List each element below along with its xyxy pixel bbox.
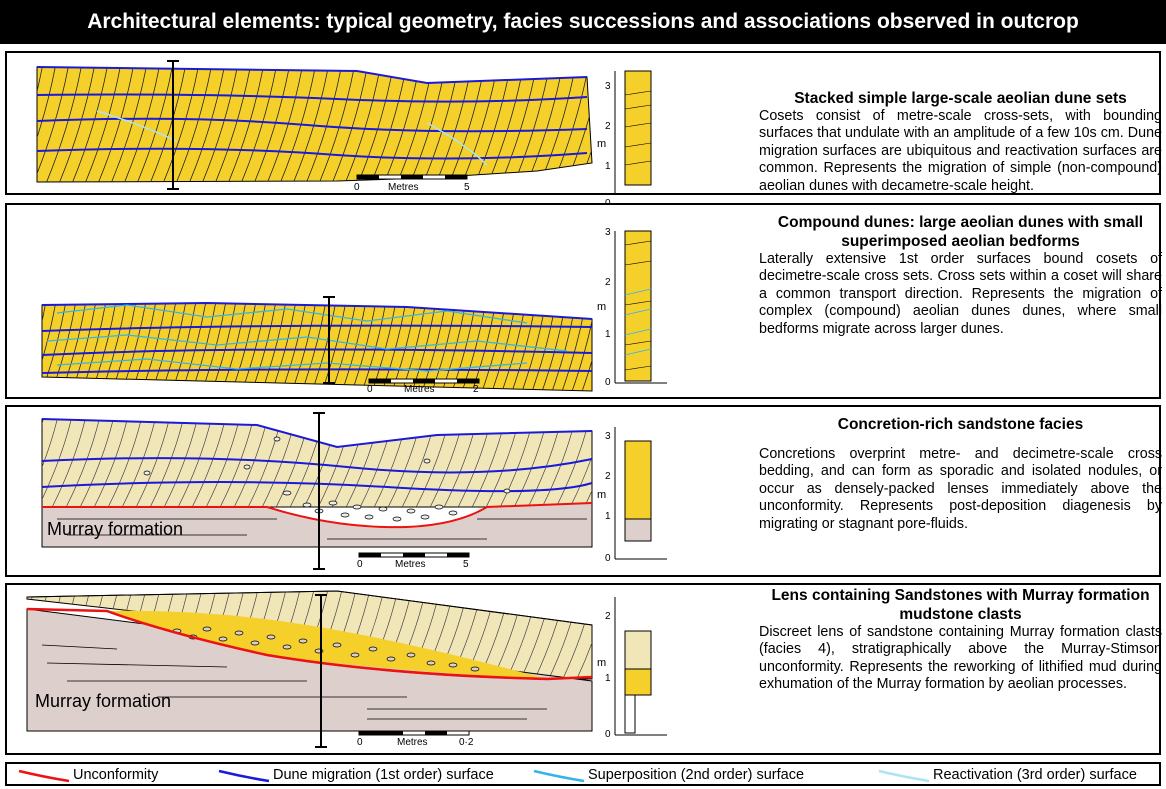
panel-heading: Concretion-rich sandstone facies — [837, 416, 1084, 433]
panel-concretion-rich: Murray formation 0 Metres 5 3 2 1 0 m Co… — [5, 405, 1162, 577]
legend-label: Reactivation (3rd order) surface — [933, 767, 1137, 783]
scale-bar — [368, 378, 480, 384]
compound-dunes-diagram — [41, 230, 667, 392]
log-tick-2: 2 — [605, 121, 611, 132]
panel-heading: Stacked simple large-scale aeolian dune … — [794, 90, 1127, 107]
scale-start: 0 — [367, 384, 373, 395]
scale-start: 0 — [357, 737, 363, 748]
murray-clasts-lens-diagram — [26, 590, 667, 748]
concretion-nodules — [143, 436, 511, 522]
panel-body: Cosets consist of metre-scale cross-sets… — [759, 108, 1162, 194]
log-tick-0: 0 — [605, 553, 611, 564]
scale-unit: Metres — [395, 559, 426, 570]
log-tick-2: 2 — [605, 611, 611, 622]
log-unit: m — [597, 138, 607, 150]
log-tick-3: 3 — [605, 81, 611, 92]
stacked-dunes-diagram — [36, 60, 652, 193]
formation-label: Murray formation — [47, 519, 184, 539]
panel-body: Laterally extensive 1st order surfaces b… — [759, 251, 1162, 337]
log-unit: m — [597, 657, 607, 669]
scale-unit: Metres — [388, 182, 419, 193]
scale-bar — [356, 174, 468, 180]
panel-compound-dunes: 0 Metres 2 3 2 1 0 m Compound dunes: lar… — [5, 203, 1162, 399]
panel-description: Concretion-rich sandstone facies Concret… — [759, 415, 1162, 533]
log-tick-2: 2 — [605, 277, 611, 288]
concretion-rich-diagram — [41, 412, 667, 570]
log-column — [614, 427, 667, 560]
scale-unit: Metres — [397, 737, 428, 748]
scale-end: 0·2 — [459, 737, 474, 748]
panel-stacked-dunes: 0 Metres 5 3 2 1 0 m Stacked simple larg… — [5, 51, 1162, 209]
log-tick-1: 1 — [605, 511, 611, 522]
log-column — [614, 230, 667, 384]
legend: Unconformity Dune migration (1st order) … — [5, 762, 1161, 786]
panel-description: Lens containing Sandstones with Murray f… — [759, 586, 1162, 694]
scale-start: 0 — [357, 559, 363, 570]
log-tick-1: 1 — [605, 673, 611, 684]
figure-title: Architectural elements: typical geometry… — [0, 0, 1166, 44]
scale-end: 5 — [464, 182, 470, 193]
panel-heading: Lens containing Sandstones with Murray f… — [771, 587, 1150, 623]
panel-description: Stacked simple large-scale aeolian dune … — [759, 89, 1162, 195]
scale-unit: Metres — [404, 384, 435, 395]
scale-bar — [358, 730, 470, 736]
log-column — [614, 597, 667, 736]
panel-body: Concretions overprint metre- and decimet… — [759, 446, 1162, 532]
legend-label: Dune migration (1st order) surface — [273, 767, 494, 783]
panel-body: Discreet lens of sandstone containing Mu… — [759, 624, 1162, 693]
legend-swatch — [18, 769, 70, 783]
log-tick-0: 0 — [605, 729, 611, 740]
log-unit: m — [597, 489, 607, 501]
scale-bar — [358, 552, 470, 558]
log-tick-1: 1 — [605, 161, 611, 172]
panel-heading: Compound dunes: large aeolian dunes with… — [777, 214, 1144, 250]
log-tick-2: 2 — [605, 471, 611, 482]
scale-start: 0 — [354, 182, 360, 193]
mudstone-clasts — [172, 626, 480, 672]
panel-description: Compound dunes: large aeolian dunes with… — [759, 213, 1162, 338]
scale-end: 5 — [463, 559, 469, 570]
formation-label: Murray formation — [35, 691, 172, 711]
legend-label: Superposition (2nd order) surface — [588, 767, 805, 783]
log-tick-0: 0 — [605, 377, 611, 388]
log-unit: m — [597, 301, 607, 313]
log-tick-1: 1 — [605, 329, 611, 340]
log-tick-3: 3 — [605, 227, 611, 238]
legend-label: Unconformity — [73, 767, 159, 783]
log-tick-3: 3 — [605, 431, 611, 442]
log-column — [614, 70, 652, 193]
scale-end: 2 — [473, 384, 479, 395]
panel-murray-clasts-lens: Murray formation 0 Metres 0·2 2 1 0 m Le… — [5, 583, 1162, 755]
